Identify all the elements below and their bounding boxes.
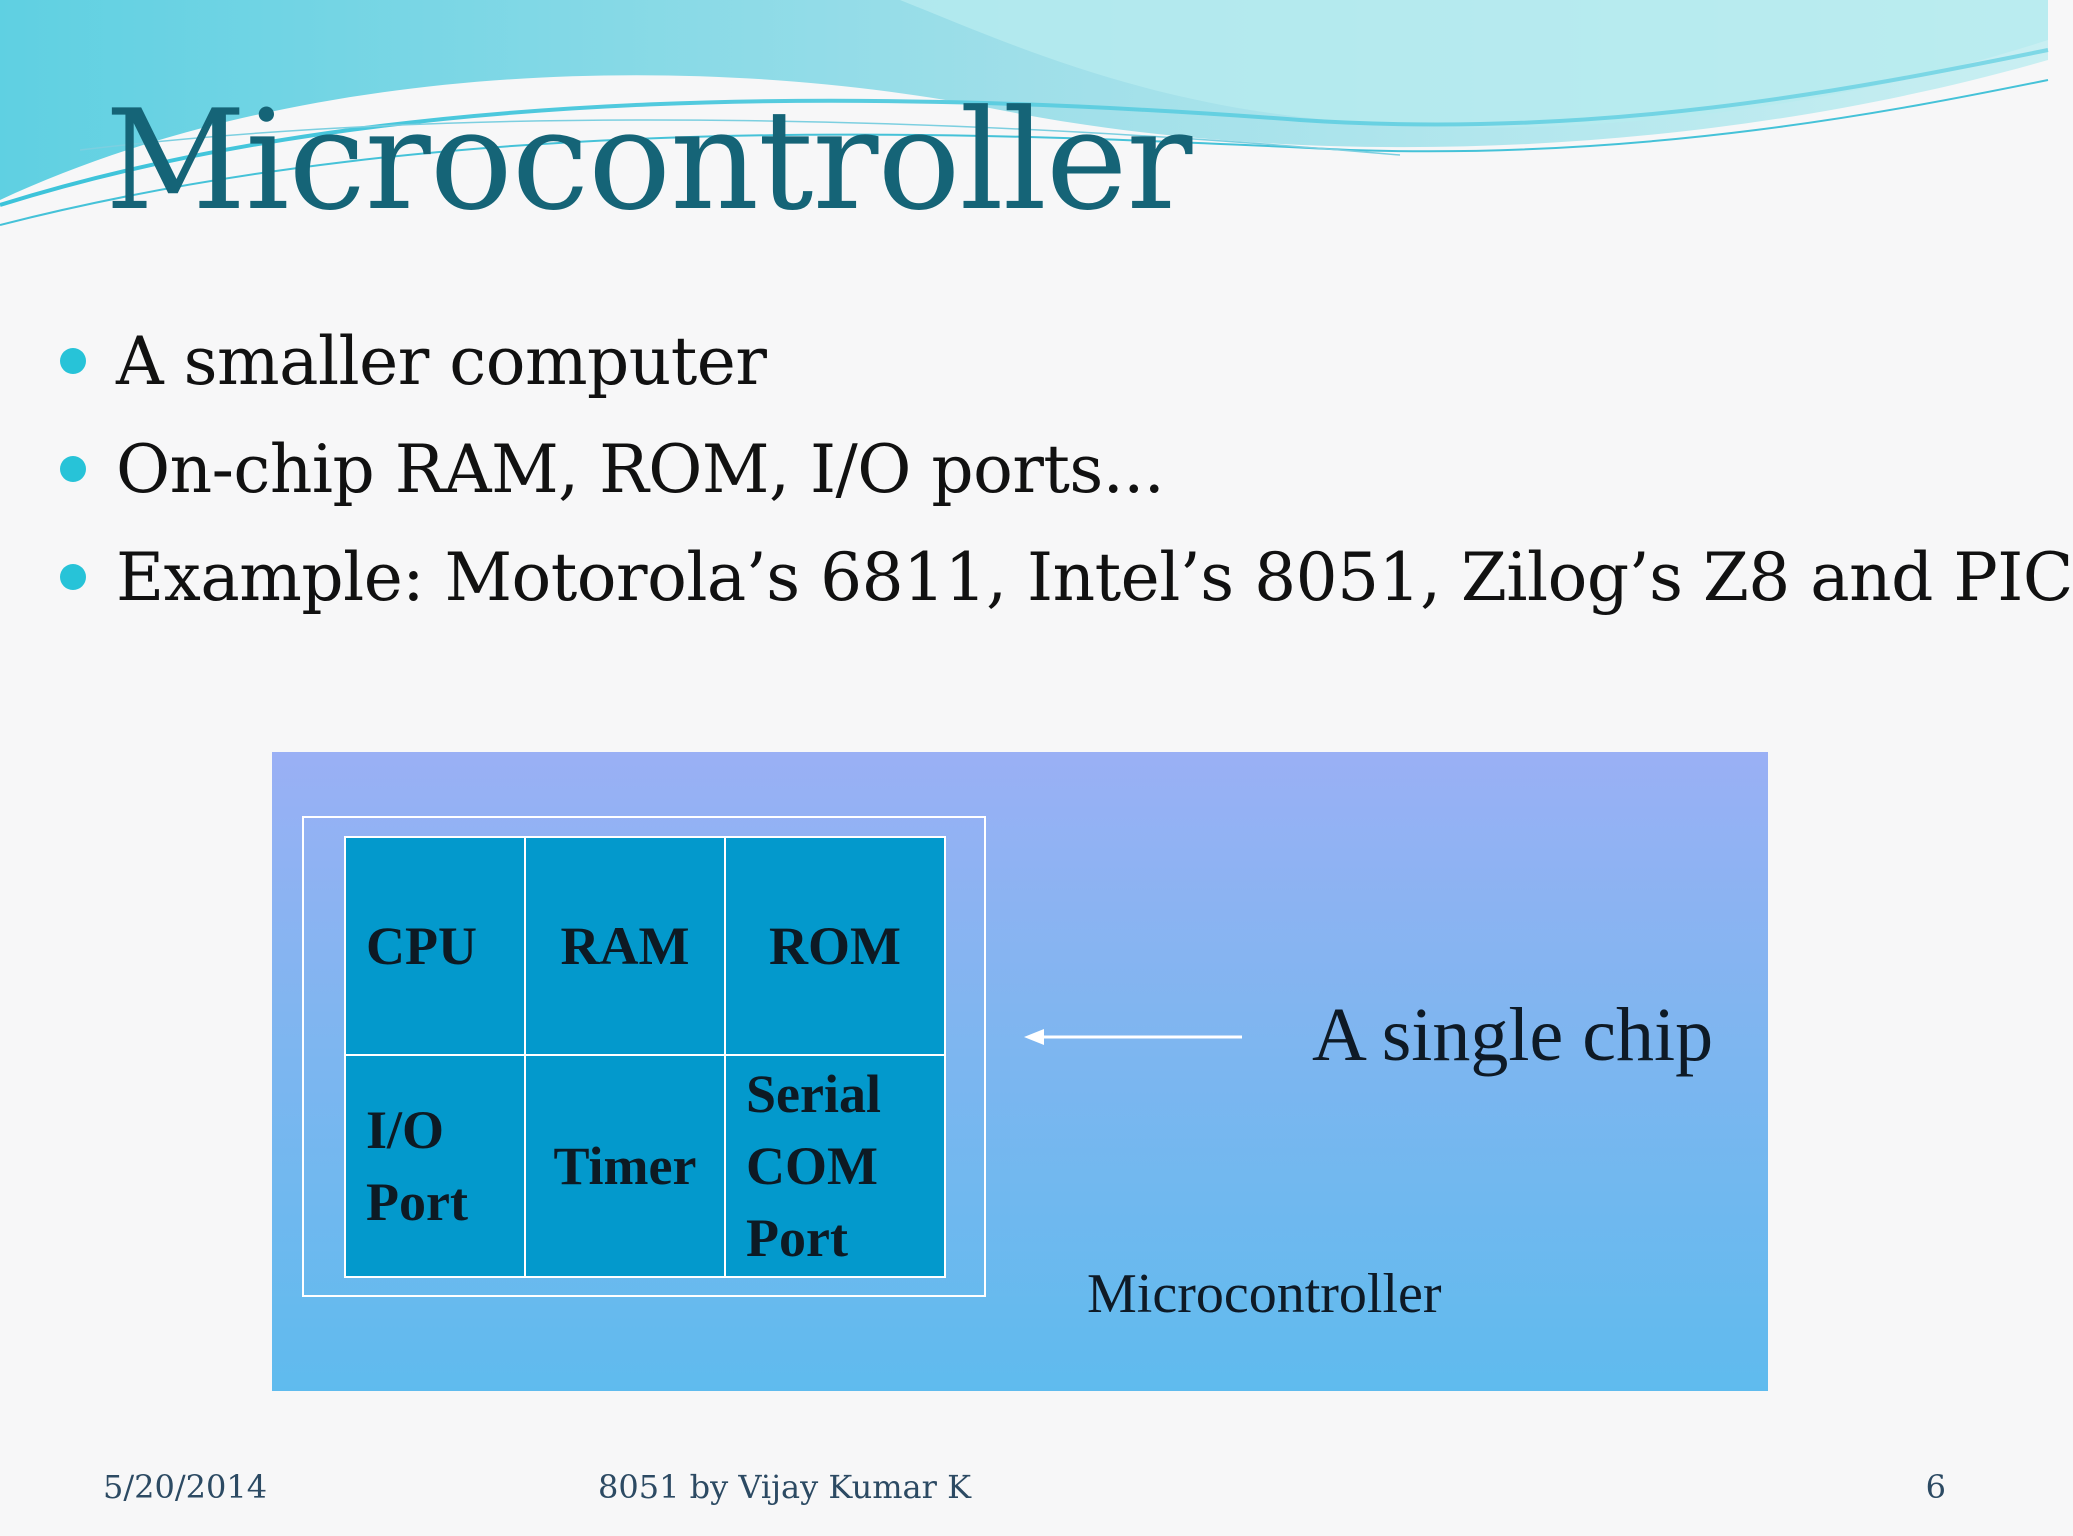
- footer-center-text: 8051 by Vijay Kumar K: [598, 1468, 971, 1506]
- slide-title: Microcontroller: [105, 80, 1192, 241]
- bullet-dot-icon: [60, 348, 86, 374]
- chip-block-grid: CPU RAM ROM I/O Port Timer Serial COM Po…: [344, 836, 946, 1278]
- ram-block: RAM: [526, 838, 726, 1056]
- microcontroller-diagram: CPU RAM ROM I/O Port Timer Serial COM Po…: [272, 752, 1768, 1391]
- bullet-dot-icon: [60, 564, 86, 590]
- bullet-item: On-chip RAM, ROM, I/O ports...: [60, 426, 2073, 534]
- diagram-caption: Microcontroller: [1087, 1263, 1442, 1325]
- header-wave-decoration: [0, 0, 2049, 226]
- bullet-text: Example: Motorola’s 6811, Intel’s 8051, …: [116, 539, 2073, 616]
- bullet-item: Example: Motorola’s 6811, Intel’s 8051, …: [60, 534, 2073, 642]
- left-arrow-icon: [1024, 1029, 1242, 1045]
- bullet-dot-icon: [60, 456, 86, 482]
- io-port-block: I/O Port: [346, 1056, 526, 1276]
- single-chip-label: A single chip: [1312, 993, 1714, 1077]
- chip-outline: CPU RAM ROM I/O Port Timer Serial COM Po…: [302, 816, 986, 1297]
- cpu-block: CPU: [346, 838, 526, 1056]
- serial-com-port-block: Serial COM Port: [746, 1064, 881, 1268]
- bullet-text: A smaller computer: [116, 323, 767, 400]
- bullet-text: On-chip RAM, ROM, I/O ports...: [116, 431, 1165, 508]
- rom-block: ROM: [726, 838, 944, 1056]
- bullet-list: A smaller computer On-chip RAM, ROM, I/O…: [60, 318, 2073, 642]
- timer-block: Timer: [526, 1056, 726, 1276]
- bullet-item: A smaller computer: [60, 318, 2073, 426]
- page-number: 6: [1925, 1468, 1946, 1506]
- footer-date: 5/20/2014: [103, 1468, 268, 1506]
